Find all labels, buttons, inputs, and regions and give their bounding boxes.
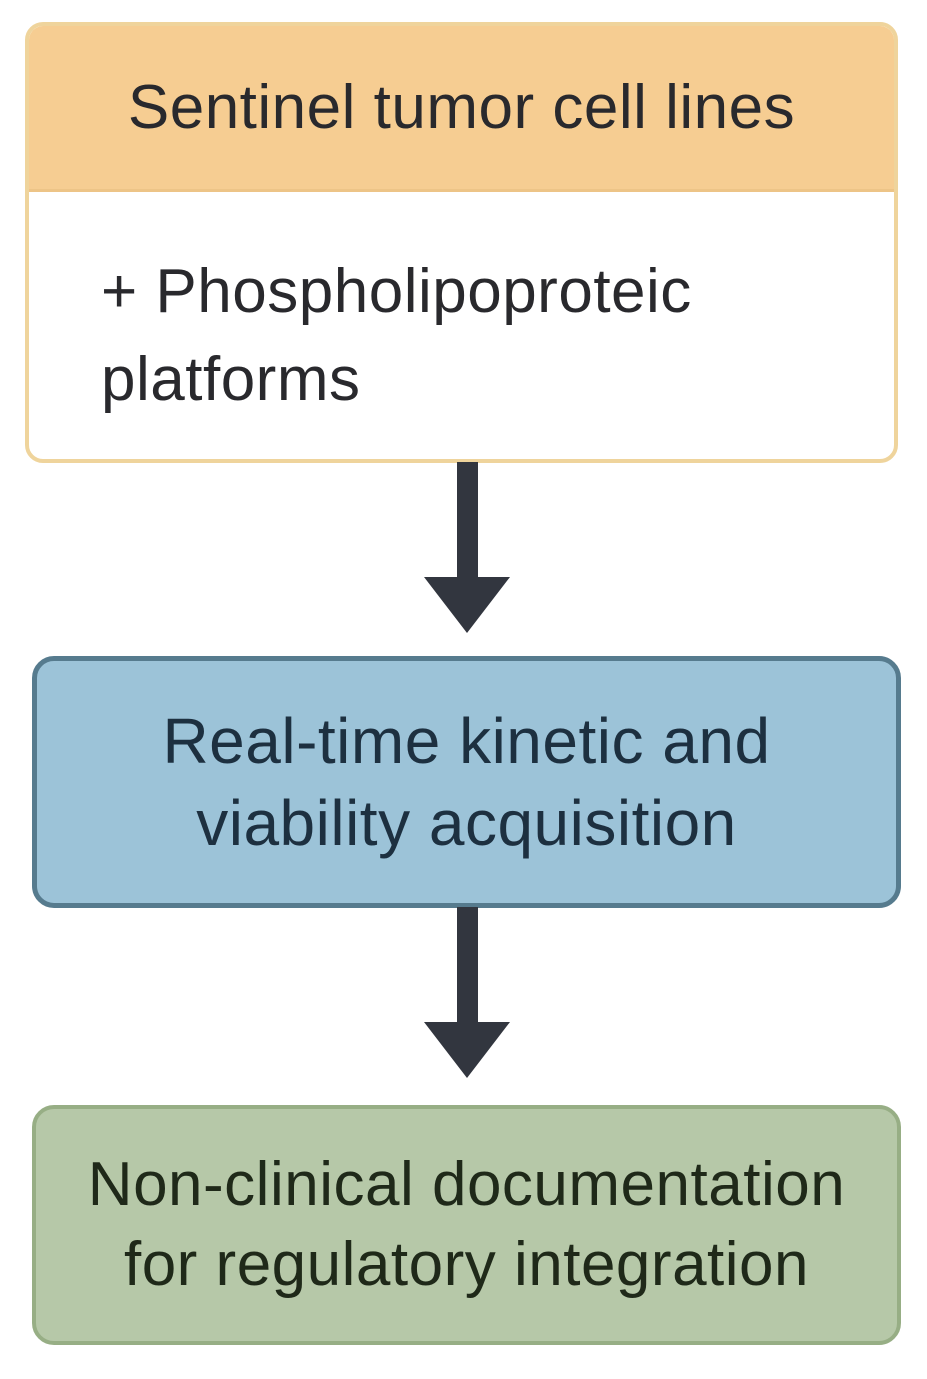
node-documentation-line2: for regulatory integration	[123, 1230, 810, 1299]
down-arrow-icon	[424, 462, 510, 633]
node-sentinel-cell-lines: Sentinel tumor cell lines + Phospholipop…	[25, 22, 898, 463]
node-sentinel-body-line2: platforms	[101, 345, 361, 414]
down-arrow-head	[424, 577, 510, 633]
down-arrow-icon	[424, 907, 510, 1078]
node-sentinel-header: Sentinel tumor cell lines	[29, 26, 894, 192]
node-acquisition-line2: viability acquisition	[196, 787, 737, 859]
node-acquisition-line1: Real-time kinetic and	[162, 705, 771, 777]
down-arrow-shaft	[456, 907, 478, 1022]
down-arrow-shaft	[456, 462, 478, 577]
node-kinetic-viability-acquisition: Real-time kinetic and viability acquisit…	[32, 656, 901, 908]
node-sentinel-body-line1: + Phospholipoproteic	[101, 257, 692, 326]
node-sentinel-body: + Phospholipoproteic platforms	[29, 192, 894, 459]
node-documentation-line1: Non-clinical documentation	[87, 1150, 846, 1219]
node-nonclinical-documentation: Non-clinical documentation for regulator…	[32, 1105, 901, 1345]
down-arrow-head	[424, 1022, 510, 1078]
